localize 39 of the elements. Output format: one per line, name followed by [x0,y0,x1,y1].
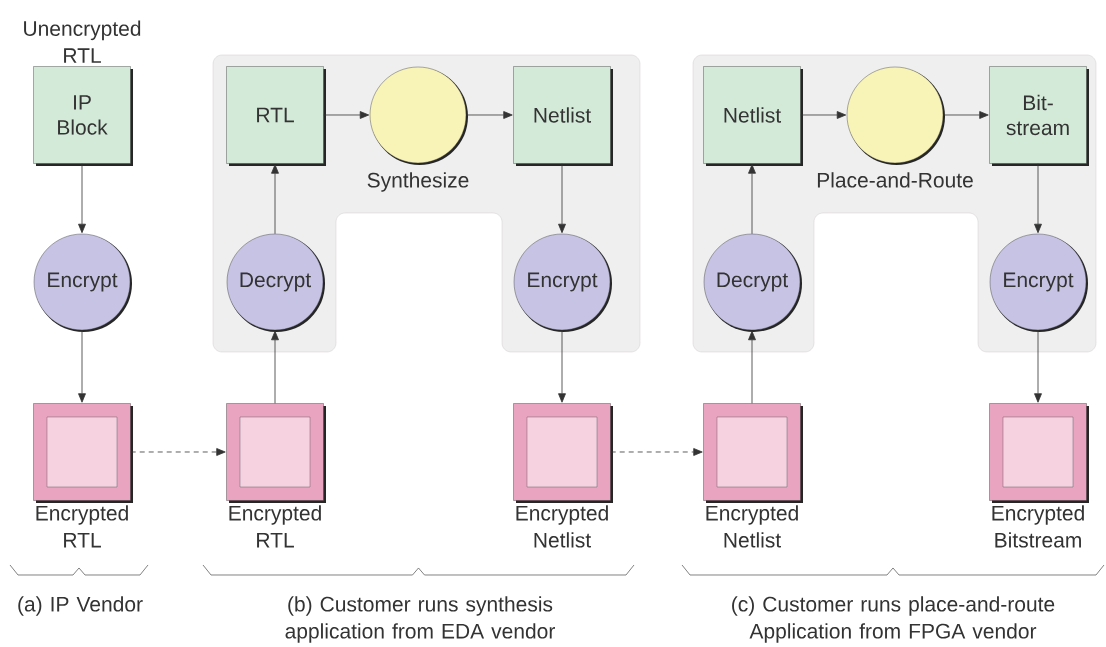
group-caption: (c) Customer runs place-and-route Application from FPGA vendor [732,596,1055,643]
arrow [1034,163,1042,234]
arrow [465,111,513,119]
arrow [558,329,566,403]
file-box [703,403,803,503]
process-box: RTL [226,66,326,166]
arrow [942,111,989,119]
node-caption: Encrypted RTL [36,505,128,548]
node-caption: Encrypted Netlist [706,505,798,548]
arrow [1034,329,1042,403]
arrow [748,330,756,404]
arrow [78,329,86,403]
node-caption: Encrypted Netlist [516,505,608,548]
arrow [130,448,226,456]
arrow [610,448,703,456]
arrow [748,164,756,235]
group-caption: (a) IP Vendor [18,596,143,616]
arrow [323,111,370,119]
group-caption: (b) Customer runs synthesis application from EDA vendor [285,596,555,643]
arrow [78,163,86,234]
process-box: Netlist [513,66,613,166]
file-box [513,403,613,503]
process-circle [846,66,945,165]
node-caption: Encrypted Bitstream [992,505,1084,548]
node-caption: Unencrypted RTL [24,20,141,63]
process-box: Bit-stream [989,66,1089,166]
file-box [33,403,133,503]
node-caption: Encrypted RTL [229,505,321,548]
file-box [989,403,1089,503]
process-circle [369,66,468,165]
process-box: Netlist [703,66,803,166]
file-box [226,403,326,503]
process-box: IP Block [33,66,133,166]
node-caption: Synthesize [367,172,469,192]
arrow [800,111,847,119]
arrow [271,164,279,235]
arrow [558,163,566,234]
arrow [271,330,279,404]
node-caption: Place-and-Route [817,172,973,188]
